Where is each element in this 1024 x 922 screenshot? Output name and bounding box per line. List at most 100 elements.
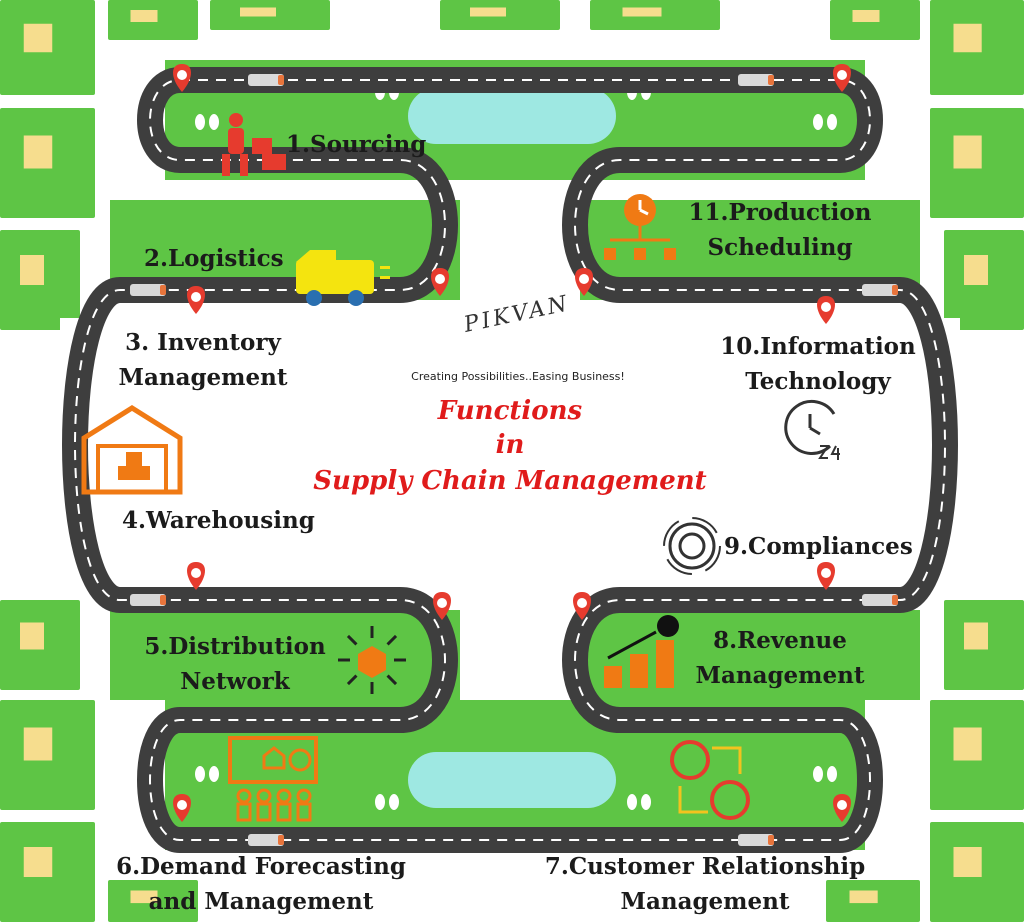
- location-pin-icon: [833, 64, 851, 92]
- pin-dot: [577, 598, 587, 608]
- city-building: [953, 847, 982, 877]
- step-revenue-line-2: Management: [695, 661, 865, 689]
- pin-dot: [437, 598, 447, 608]
- city-building: [964, 622, 988, 650]
- location-pin-icon: [431, 268, 449, 296]
- tree-icon: [827, 766, 837, 782]
- tree-icon: [195, 766, 205, 782]
- step-crm-line-2: Management: [620, 887, 790, 915]
- gear-icon: [663, 517, 721, 575]
- central-area: [60, 300, 960, 612]
- tree-icon: [209, 766, 219, 782]
- step-it-line-1: 10.Information: [720, 333, 916, 360]
- tree-icon: [209, 114, 219, 130]
- delivery-truck-icon: [296, 250, 390, 306]
- pond-bottom: [408, 752, 616, 808]
- winding-road: [62, 67, 958, 853]
- car-light: [278, 835, 284, 845]
- city-building: [953, 135, 982, 169]
- customer-relationship-icon: [670, 740, 750, 820]
- step-inventory-line-2: Management: [118, 363, 288, 391]
- car-icon: [130, 594, 166, 606]
- car-light: [892, 595, 898, 605]
- pin-dot: [435, 274, 445, 284]
- car-light: [892, 285, 898, 295]
- tree-icon: [813, 766, 823, 782]
- location-pin-icon: [187, 286, 205, 314]
- location-pin-icon: [573, 592, 591, 620]
- step-demand-forecasting: 6.Demand Forecasting and Management: [96, 850, 426, 919]
- city-building: [849, 890, 878, 904]
- step-distribution-network: 5.Distribution Network: [130, 630, 340, 699]
- pin-dot: [821, 568, 831, 578]
- tree-icon: [641, 794, 651, 810]
- location-pin-icon: [817, 562, 835, 590]
- step-it-line-2: Technology: [745, 367, 891, 395]
- clock-24-icon: [784, 400, 840, 460]
- revenue-growth-icon: [604, 615, 679, 688]
- step-revenue-management: 8.Revenue Management: [680, 624, 880, 693]
- step-logistics: 2.Logistics: [144, 242, 284, 277]
- title-line-3: Supply Chain Management: [313, 466, 707, 496]
- step-inventory-line-1: 3. Inventory: [125, 329, 281, 356]
- distribution-box-icon: [338, 626, 406, 694]
- person-carrying-boxes-icon: [222, 113, 286, 176]
- location-pin-icon: [173, 794, 191, 822]
- step-distribution-line-2: Network: [180, 667, 290, 695]
- car-icon: [248, 834, 284, 846]
- pin-dot: [191, 292, 201, 302]
- step-production-line-2: Scheduling: [707, 233, 853, 261]
- step-warehousing: 4.Warehousing: [122, 504, 315, 539]
- pin-dot: [837, 70, 847, 80]
- car-icon: [738, 74, 774, 86]
- clock-hierarchy-icon: [604, 194, 676, 260]
- city-building: [852, 10, 880, 22]
- city-building: [240, 7, 276, 17]
- city-building: [130, 890, 158, 904]
- step-information-technology: 10.Information Technology: [708, 330, 928, 399]
- car-icon: [862, 284, 898, 296]
- car-light: [160, 595, 166, 605]
- step-sourcing: 1.Sourcing: [286, 128, 426, 163]
- location-pin-icon: [817, 296, 835, 324]
- city-building: [470, 7, 506, 17]
- city-building: [953, 23, 982, 53]
- pin-dot: [177, 800, 187, 810]
- tree-icon: [827, 114, 837, 130]
- pin-dot: [191, 568, 201, 578]
- location-pin-icon: [173, 64, 191, 92]
- city-building: [20, 255, 44, 285]
- location-pin-icon: [575, 268, 593, 296]
- city-building: [23, 727, 53, 761]
- tree-icon: [389, 794, 399, 810]
- pin-dot: [837, 800, 847, 810]
- brand-tagline: Creating Possibilities..Easing Business!: [411, 370, 625, 383]
- city-building: [130, 10, 158, 22]
- city-building: [964, 255, 988, 285]
- city-building: [23, 23, 53, 53]
- step-revenue-line-1: 8.Revenue: [713, 627, 847, 654]
- step-logistics-line-1: 2.Logistics: [144, 245, 284, 272]
- car-light: [768, 75, 774, 85]
- step-inventory-management: 3. Inventory Management: [108, 326, 298, 395]
- pond-top: [408, 88, 616, 144]
- park-zone-left-lower: [110, 610, 460, 700]
- road-lane-marking: [74, 79, 946, 841]
- city-building: [953, 727, 982, 761]
- tree-icon: [375, 794, 385, 810]
- step-production-scheduling: 11.Production Scheduling: [680, 196, 880, 265]
- car-light: [278, 75, 284, 85]
- pin-dot: [177, 70, 187, 80]
- car-light: [768, 835, 774, 845]
- location-pin-icon: [833, 794, 851, 822]
- pin-dot: [579, 274, 589, 284]
- city-building: [622, 7, 662, 17]
- car-icon: [738, 834, 774, 846]
- demand-forecast-icon: [228, 736, 318, 822]
- step-compliances: 9.Compliances: [724, 530, 913, 565]
- step-demand-line-1: 6.Demand Forecasting: [116, 853, 406, 880]
- tree-icon: [627, 794, 637, 810]
- step-compliances-line-1: 9.Compliances: [724, 533, 913, 560]
- step-crm-line-1: 7.Customer Relationship: [544, 853, 866, 880]
